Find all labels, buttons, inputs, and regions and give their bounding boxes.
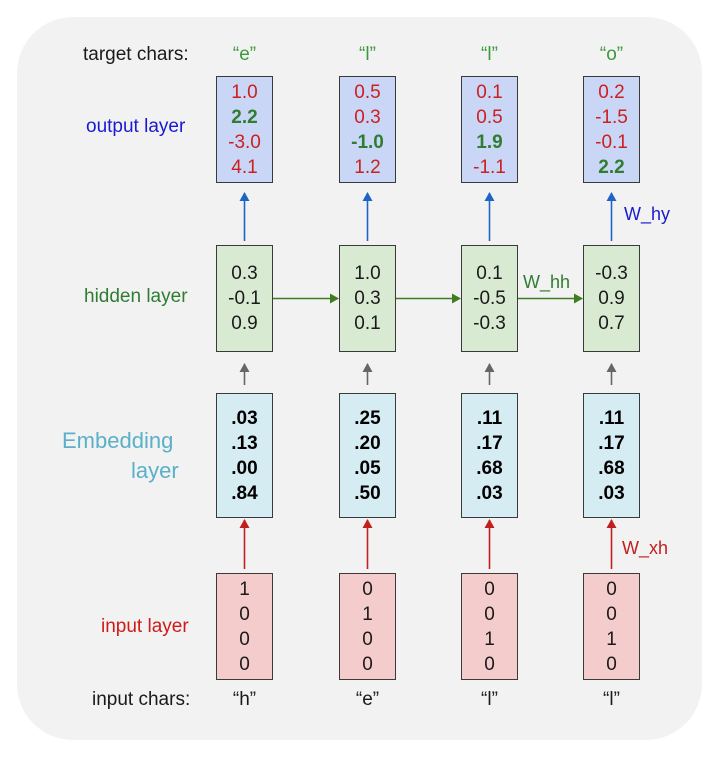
input-value: 0	[239, 628, 250, 650]
hidden-value: -0.1	[228, 288, 261, 309]
input-value: 1	[606, 628, 617, 650]
input-value: 0	[362, 628, 373, 650]
embedding-value: .11	[598, 407, 625, 429]
input-char-3: “l”	[481, 689, 498, 710]
input-value: 0	[239, 653, 250, 675]
hidden-value: 0.7	[598, 313, 625, 334]
output-value: -1.5	[595, 106, 628, 128]
embedding-layer-label-line2: layer	[131, 458, 179, 483]
embedding-value: .17	[598, 432, 625, 454]
input-value: 0	[484, 578, 495, 600]
hidden-value: 1.0	[354, 263, 381, 284]
input-value: 0	[362, 653, 373, 675]
input-value: 0	[606, 578, 617, 600]
output-value: 0.3	[354, 106, 381, 128]
embedding-value: .84	[231, 482, 258, 504]
input-vector-1: 1 0 0 0	[216, 573, 273, 680]
embedding-vector-4: .11 .17 .68 .03	[583, 393, 640, 518]
output-value: -1.1	[473, 156, 506, 178]
input-value: 0	[239, 603, 250, 625]
embedding-value: .03	[598, 482, 625, 504]
output-value: 4.1	[231, 156, 258, 178]
embedding-vector-1: .03 .13 .00 .84	[216, 393, 273, 518]
output-value: 1.9	[476, 131, 503, 153]
input-value: 0	[606, 603, 617, 625]
w-hy-label: W_hy	[624, 204, 671, 224]
embedding-value: .11	[476, 407, 503, 429]
input-value: 1	[362, 603, 373, 625]
output-vector-2: 0.5 0.3 -1.0 1.2	[339, 76, 396, 183]
output-vector-4: 0.2 -1.5 -0.1 2.2	[583, 76, 640, 183]
output-layer-label: output layer	[86, 116, 186, 137]
hidden-vector-4: -0.3 0.9 0.7	[583, 245, 640, 352]
hidden-value: 0.3	[354, 288, 381, 309]
hidden-vector-3: 0.1 -0.5 -0.3	[461, 245, 518, 352]
input-char-2: “e”	[355, 689, 380, 710]
embedding-value: .50	[354, 482, 381, 504]
embedding-value: .68	[476, 457, 503, 479]
embedding-value: .03	[476, 482, 503, 504]
hidden-value: 0.3	[231, 263, 258, 284]
input-char-4: “l”	[603, 689, 620, 710]
embedding-value: .03	[231, 407, 258, 429]
embedding-value: .05	[354, 457, 381, 479]
input-chars-label: input chars:	[92, 689, 191, 710]
hidden-value: -0.5	[473, 288, 506, 309]
hidden-value: 0.1	[354, 313, 381, 334]
output-value: 0.1	[476, 81, 503, 103]
embedding-value: .25	[354, 407, 381, 429]
target-char-1: “e”	[232, 44, 257, 65]
output-value: -1.0	[351, 131, 384, 153]
embedding-value: .68	[598, 457, 625, 479]
embedding-value: .13	[231, 432, 258, 454]
target-char-2: “l”	[359, 44, 376, 65]
embedding-value: .17	[476, 432, 503, 454]
output-vector-1: 1.0 2.2 -3.0 4.1	[216, 76, 273, 183]
hidden-value: -0.3	[595, 263, 628, 284]
input-vector-4: 0 0 1 0	[583, 573, 640, 680]
input-vector-2: 0 1 0 0	[339, 573, 396, 680]
input-value: 1	[484, 628, 495, 650]
target-chars-label: target chars:	[83, 44, 189, 65]
embedding-value: .20	[354, 432, 381, 454]
input-vector-3: 0 0 1 0	[461, 573, 518, 680]
embedding-layer-label-line1: Embedding	[62, 428, 174, 453]
input-value: 0	[484, 603, 495, 625]
embedding-vector-3: .11 .17 .68 .03	[461, 393, 518, 518]
output-value: -3.0	[228, 131, 261, 153]
output-value: 2.2	[231, 106, 258, 128]
output-value: -0.1	[595, 131, 628, 153]
input-value: 0	[362, 578, 373, 600]
input-value: 1	[239, 578, 250, 600]
output-value: 2.2	[598, 156, 625, 178]
input-value: 0	[606, 653, 617, 675]
hidden-value: 0.9	[231, 313, 258, 334]
hidden-layer-label: hidden layer	[84, 286, 188, 307]
w-xh-label: W_xh	[622, 538, 669, 558]
hidden-vector-1: 0.3 -0.1 0.9	[216, 245, 273, 352]
input-char-1: “h”	[232, 689, 257, 710]
output-value: 0.5	[476, 106, 503, 128]
target-char-4: “o”	[599, 44, 624, 65]
hidden-value: -0.3	[473, 313, 506, 334]
output-vector-3: 0.1 0.5 1.9 -1.1	[461, 76, 518, 183]
input-layer-label: input layer	[101, 616, 189, 637]
hidden-value: 0.1	[476, 263, 503, 284]
output-value: 1.0	[231, 81, 258, 103]
target-char-3: “l”	[481, 44, 498, 65]
w-hh-label: W_hh	[523, 272, 571, 292]
embedding-value: .00	[231, 457, 258, 479]
output-value: 0.5	[354, 81, 381, 103]
embedding-vector-2: .25 .20 .05 .50	[339, 393, 396, 518]
output-value: 1.2	[354, 156, 381, 178]
hidden-vector-2: 1.0 0.3 0.1	[339, 245, 396, 352]
output-value: 0.2	[598, 81, 625, 103]
input-value: 0	[484, 653, 495, 675]
hidden-value: 0.9	[598, 288, 625, 309]
